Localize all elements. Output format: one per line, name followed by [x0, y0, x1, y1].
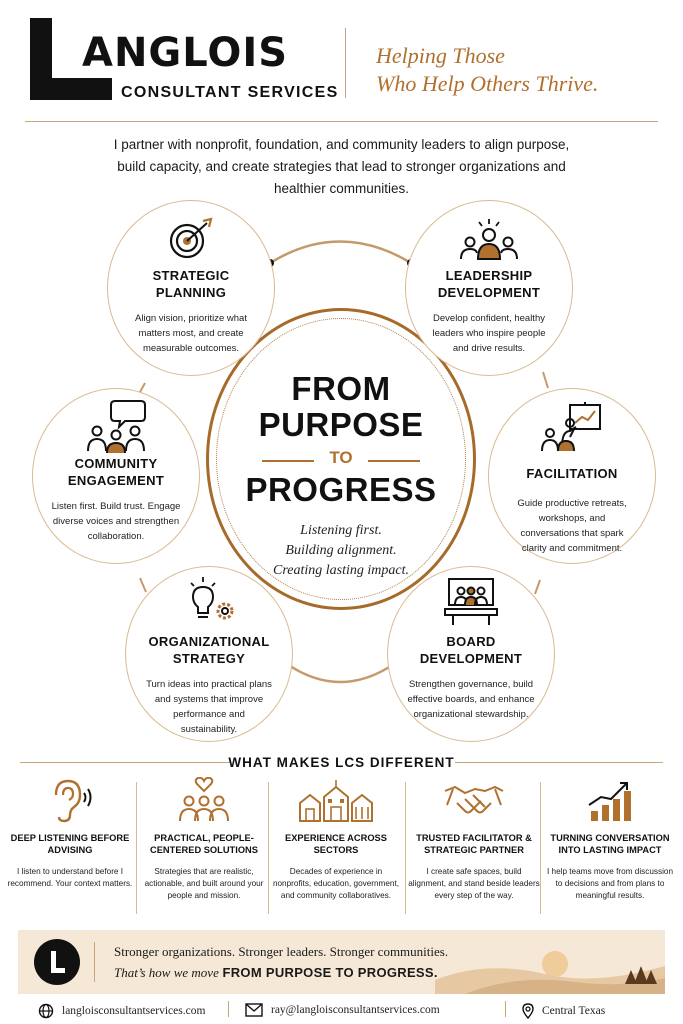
- section-rule-right: [455, 762, 663, 763]
- feature-deep-listening: DEEP LISTENING BEFORE ADVISING I listen …: [4, 776, 136, 916]
- feature-divider: [136, 782, 137, 914]
- feature-lasting-impact: TURNING CONVERSATION INTO LASTING IMPACT…: [544, 776, 676, 916]
- feature-trusted-facilitator: TRUSTED FACILITATOR & STRATEGIC PARTNER …: [408, 776, 540, 916]
- brand-logo-mark: [30, 18, 112, 100]
- website-text[interactable]: langloisconsultantservices.com: [62, 1005, 206, 1017]
- to-rule-left: [262, 460, 314, 462]
- footer-divider: [228, 1001, 229, 1017]
- tagline-line-1: Helping Those: [376, 43, 505, 68]
- tagline-line-2: Who Help Others Thrive.: [376, 71, 599, 96]
- header-divider: [345, 28, 346, 98]
- service-facilitation: FACILITATION Guide productive retreats, …: [488, 388, 656, 564]
- header-rule: [25, 121, 658, 122]
- service-description: Develop confident, healthy leaders who i…: [432, 313, 546, 354]
- footer-website[interactable]: langloisconsultantservices.com: [38, 1003, 205, 1019]
- center-heading-progress: PROGRESS: [245, 471, 437, 508]
- feature-title: DEEP LISTENING BEFORE ADVISING: [10, 833, 130, 855]
- motto-line-1: Listening first.: [300, 523, 382, 538]
- different-section-title: WHAT MAKES LCS DIFFERENT: [228, 755, 455, 770]
- footer-email[interactable]: ray@langloisconsultantservices.com: [245, 1003, 440, 1017]
- center-circle: [206, 308, 476, 610]
- location-pin-icon: [522, 1003, 534, 1019]
- leader-group-icon: [406, 217, 572, 261]
- banner-logo: [34, 939, 80, 985]
- banner-line-1: Stronger organizations. Stronger leaders…: [114, 944, 449, 959]
- presentation-board-icon: [489, 401, 655, 453]
- banner-line-2: That’s how we move FROM PURPOSE TO PROGR…: [114, 965, 438, 981]
- motto-line-2: Building alignment.: [285, 543, 397, 558]
- service-description: Listen first. Build trust. Engage divers…: [51, 501, 181, 542]
- motto-line-3: Creating lasting impact.: [273, 563, 409, 578]
- feature-description: I listen to understand before I recommen…: [7, 867, 133, 888]
- footer-divider: [505, 1001, 506, 1017]
- buildings-icon: [270, 776, 402, 826]
- target-icon: [108, 217, 274, 261]
- banner-line-2-italic: That’s how we move: [114, 965, 219, 980]
- feature-title: TURNING CONVERSATION INTO LASTING IMPACT: [550, 833, 670, 855]
- center-circle-dotted: [216, 318, 466, 600]
- email-text[interactable]: ray@langloisconsultantservices.com: [271, 1004, 440, 1016]
- people-heart-icon: [138, 776, 270, 826]
- globe-icon: [38, 1003, 54, 1019]
- feature-description: Decades of experience in nonprofits, edu…: [272, 867, 400, 900]
- service-description: Align vision, prioritize what matters mo…: [135, 313, 247, 354]
- brand-name: ANGLOIS: [82, 30, 289, 76]
- community-chat-icon: [33, 397, 199, 453]
- feature-description: Strategies that are realistic, actionabl…: [144, 867, 264, 900]
- board-meeting-icon: [388, 575, 554, 627]
- center-heading-from: FROM: [291, 370, 391, 407]
- center-heading-to: TO: [329, 448, 353, 467]
- feature-title: PRACTICAL, PEOPLE-CENTERED SOLUTIONS: [150, 833, 258, 855]
- feature-title: EXPERIENCE ACROSS SECTORS: [285, 833, 387, 855]
- envelope-icon: [245, 1003, 263, 1017]
- closing-banner: Stronger organizations. Stronger leaders…: [18, 930, 665, 994]
- growth-chart-icon: [544, 776, 676, 826]
- landscape-illustration: [435, 951, 665, 994]
- lightbulb-gear-icon: [126, 575, 292, 627]
- feature-divider: [268, 782, 269, 914]
- handshake-icon: [408, 776, 540, 826]
- feature-experience-sectors: EXPERIENCE ACROSS SECTORS Decades of exp…: [270, 776, 402, 916]
- connector-arcs: [139, 240, 549, 684]
- feature-description: I help teams move from discussion to dec…: [546, 867, 674, 900]
- service-description: Turn ideas into practical plans and syst…: [146, 679, 272, 735]
- center-motto: Listening first. Building alignment. Cre…: [206, 521, 476, 581]
- feature-description: I create safe spaces, build alignment, a…: [408, 867, 540, 900]
- feature-title: TRUSTED FACILITATOR & STRATEGIC PARTNER: [416, 833, 532, 855]
- brand-subtitle: CONSULTANT SERVICES: [121, 84, 339, 101]
- center-heading-purpose: PURPOSE: [258, 406, 424, 443]
- banner-divider: [94, 942, 95, 982]
- location-text: Central Texas: [542, 1005, 606, 1017]
- feature-divider: [405, 782, 406, 914]
- banner-line-2-bold: FROM PURPOSE TO PROGRESS.: [222, 965, 438, 980]
- feature-divider: [540, 782, 541, 914]
- to-rule-right: [368, 460, 420, 462]
- service-title: FACILITATION: [526, 466, 618, 481]
- service-description: Guide productive retreats, workshops, an…: [517, 498, 627, 554]
- section-rule-left: [20, 762, 230, 763]
- intro-text: I partner with nonprofit, foundation, an…: [113, 137, 570, 196]
- footer-location: Central Texas: [522, 1003, 605, 1019]
- feature-people-centered: PRACTICAL, PEOPLE-CENTERED SOLUTIONS Str…: [138, 776, 270, 916]
- service-description: Strengthen governance, build effective b…: [407, 679, 535, 720]
- ear-icon: [4, 776, 136, 826]
- tagline: Helping Those Who Help Others Thrive.: [376, 42, 598, 98]
